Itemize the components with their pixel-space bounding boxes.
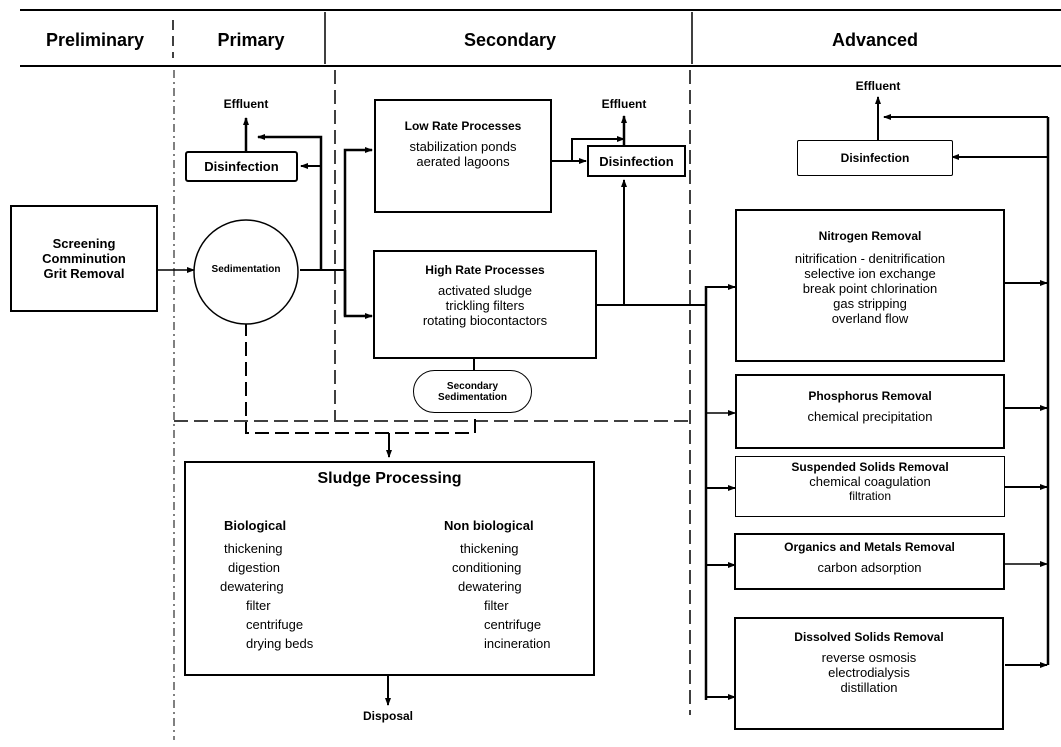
dissolved-solids-removal-box: Dissolved Solids Removal reverse osmosis… [734,617,1004,730]
high-rate-processes-box: High Rate Processes activated sludge tri… [373,250,597,359]
nitrogen-removal-item: gas stripping [833,296,907,311]
biological-step: dewatering [220,579,284,594]
preliminary-step: Screening [52,236,116,251]
secondary-disinfection-label: Disinfection [599,153,674,169]
non-biological-column: Non biological thickening conditioning d… [444,518,551,653]
sludge-processing-title: Sludge Processing [317,470,462,487]
biological-substep: drying beds [246,636,314,651]
secondary-sedimentation-label: Secondary [446,380,499,392]
preliminary-treatment-box: Screening Comminution Grit Removal [10,205,158,312]
column-header-primary: Primary [217,30,285,50]
dissolved-solids-item: reverse osmosis [821,650,917,665]
low-rate-title: Low Rate Processes [404,119,522,133]
secondary-sedimentation-box: Secondary Sedimentation [413,370,532,413]
column-header-preliminary: Preliminary [45,30,145,50]
nitrogen-removal-item: nitrification - denitrification [794,251,946,266]
nitrogen-removal-box: Nitrogen Removal nitrification - denitri… [735,209,1005,362]
secondary-effluent-label: Effluent [601,97,647,111]
non-biological-substep: centrifuge [484,617,542,632]
disposal-label: Disposal [362,709,413,723]
biological-substep: filter [246,598,271,613]
line-to-low-rate [343,147,373,316]
non-biological-substep: incineration [484,636,551,651]
nitrogen-removal-item: break point chlorination [802,281,938,296]
biological-step: digestion [228,560,281,575]
primary-disinfection-box: Disinfection [185,151,298,182]
high-rate-item: trickling filters [445,298,525,313]
dissolved-solids-item: electrodialysis [828,665,910,680]
primary-disinfection-label: Disinfection [204,159,279,174]
biological-column: Biological thickening digestion dewateri… [220,518,314,653]
non-biological-title: Non biological [444,518,534,533]
high-rate-title: High Rate Processes [425,263,545,277]
sedimentation-label: Sedimentation [211,264,281,275]
column-header-secondary: Secondary [463,30,557,50]
suspended-solids-removal-box: Suspended Solids Removal chemical coagul… [735,456,1005,517]
organics-metals-title: Organics and Metals Removal [784,540,955,554]
phosphorus-removal-item: chemical precipitation [807,409,933,424]
non-biological-step: thickening [460,541,519,556]
suspended-solids-item: filtration [848,489,892,503]
secondary-disinfection-box: Disinfection [587,145,686,177]
high-rate-item: rotating biocontactors [422,313,548,328]
preliminary-step: Grit Removal [43,266,125,281]
suspended-solids-title: Suspended Solids Removal [791,460,949,474]
low-rate-item: aerated lagoons [416,154,510,169]
high-rate-item: activated sludge [438,283,532,298]
line-to-high-rate [343,270,373,319]
advanced-effluent-label: Effluent [855,79,901,93]
nitrogen-removal-item: overland flow [831,311,909,326]
biological-substep: centrifuge [246,617,304,632]
low-rate-item: stabilization ponds [409,139,517,154]
organics-metals-item: carbon adsorption [817,560,922,575]
nitrogen-removal-title: Nitrogen Removal [818,229,922,243]
suspended-solids-item: chemical coagulation [809,474,931,489]
primary-effluent-label: Effluent [223,97,269,111]
advanced-disinfection-box: Disinfection [797,140,953,176]
phosphorus-removal-title: Phosphorus Removal [808,389,932,403]
dissolved-solids-title: Dissolved Solids Removal [794,630,944,644]
non-biological-step: dewatering [458,579,522,594]
column-header-advanced: Advanced [831,30,919,50]
line-low-rate-bypass [571,136,625,161]
biological-step: thickening [224,541,283,556]
dissolved-solids-item: distillation [840,680,898,695]
line-primary-bypass [257,134,323,270]
non-biological-substep: filter [484,598,509,613]
biological-title: Biological [224,518,287,533]
sedimentation-clarifier [193,219,299,325]
organics-metals-removal-box: Organics and Metals Removal carbon adsor… [734,533,1005,590]
preliminary-step: Comminution [42,251,126,266]
phosphorus-removal-box: Phosphorus Removal chemical precipitatio… [735,374,1005,449]
line-primary-sludge [245,322,476,434]
non-biological-step: conditioning [452,560,522,575]
advanced-disinfection-label: Disinfection [840,151,910,165]
sludge-processing-box: Sludge Processing Biological thickening … [184,461,595,676]
low-rate-processes-box: Low Rate Processes stabilization ponds a… [374,99,552,213]
nitrogen-removal-item: selective ion exchange [804,266,936,281]
secondary-sedimentation-label: Sedimentation [438,391,507,403]
